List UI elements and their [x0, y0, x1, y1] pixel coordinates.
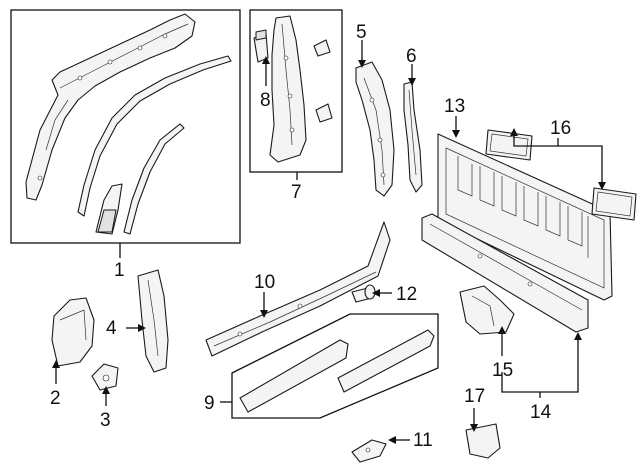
- label-12: 12: [396, 284, 417, 305]
- rocker-part[interactable]: [205, 221, 391, 357]
- roof-rail-part[interactable]: [25, 13, 196, 201]
- corner-strip-part[interactable]: [403, 81, 423, 193]
- pad-part-a[interactable]: [485, 129, 533, 161]
- rear-sill-part[interactable]: [421, 213, 589, 333]
- label-7: 7: [291, 182, 302, 203]
- clip-small-a[interactable]: [313, 39, 331, 57]
- reinforce-part-a[interactable]: [239, 339, 349, 413]
- label-2: 2: [50, 388, 61, 409]
- label-13: 13: [444, 96, 465, 117]
- back-panel-part[interactable]: [437, 133, 613, 301]
- label-8: 8: [260, 90, 271, 111]
- clip-small-b[interactable]: [315, 103, 333, 123]
- label-15: 15: [492, 360, 513, 381]
- label-4: 4: [106, 318, 117, 339]
- cap-part[interactable]: [91, 363, 119, 391]
- label-16: 16: [550, 118, 571, 139]
- label-6: 6: [406, 46, 417, 67]
- wheelhouse-part[interactable]: [51, 297, 95, 367]
- reinforce-part-b[interactable]: [337, 329, 435, 393]
- pillar-lower-part[interactable]: [137, 269, 169, 373]
- label-17: 17: [464, 386, 485, 407]
- label-10: 10: [254, 272, 275, 293]
- label-11: 11: [413, 430, 433, 451]
- pillar-bracket[interactable]: [95, 183, 123, 235]
- label-9: 9: [204, 393, 215, 414]
- bracket-15-part[interactable]: [459, 285, 515, 335]
- label-5: 5: [356, 22, 367, 43]
- group-box-1: [10, 9, 241, 244]
- label-14: 14: [530, 402, 552, 423]
- label-3: 3: [100, 410, 111, 431]
- filler-17-part[interactable]: [465, 423, 501, 459]
- roof-molding-long[interactable]: [77, 55, 232, 217]
- bolt-12-part[interactable]: [351, 284, 376, 303]
- group-box-7: [249, 9, 343, 173]
- bracket-8[interactable]: [253, 29, 269, 63]
- b-pillar-part[interactable]: [269, 15, 307, 163]
- c-pillar-part[interactable]: [355, 61, 395, 197]
- clip-11-part[interactable]: [351, 439, 387, 463]
- label-1: 1: [114, 260, 125, 281]
- pad-part-b[interactable]: [591, 187, 637, 221]
- group-box-9: [231, 313, 439, 419]
- roof-molding-short[interactable]: [123, 123, 185, 235]
